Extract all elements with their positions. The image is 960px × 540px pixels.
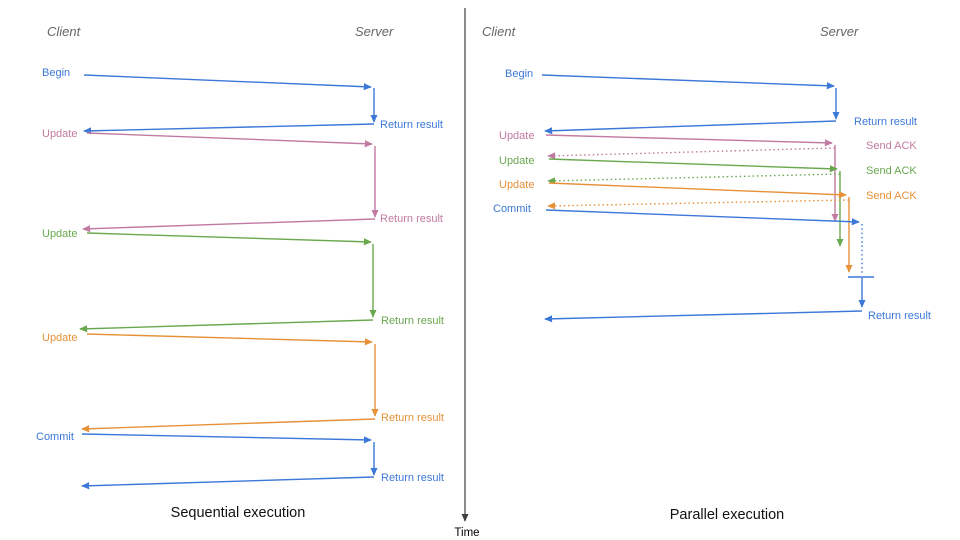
client-header: Client: [47, 24, 82, 39]
send-ack-label: Send ACK: [866, 165, 917, 177]
return-result-label: Return result: [381, 315, 444, 327]
panel-caption: Parallel execution: [670, 507, 784, 523]
return-result-label: Return result: [381, 412, 444, 424]
return-line: [81, 418, 376, 433]
msg-label-update2: Update: [42, 228, 77, 240]
send-ack-label: Send ACK: [866, 190, 917, 202]
return-line: [83, 123, 375, 135]
msg-label-update3: Update: [42, 332, 77, 344]
client-header: Client: [482, 24, 517, 39]
ack-line: [547, 173, 841, 185]
request-line: [81, 433, 372, 444]
panel-caption: Sequential execution: [171, 505, 306, 521]
request-line: [86, 232, 372, 246]
server-header: Server: [820, 24, 859, 39]
msg-label-commit: Commit: [36, 431, 74, 443]
request-line: [541, 74, 835, 90]
return-line: [81, 476, 375, 490]
msg-label-update1: Update: [42, 128, 77, 140]
msg-label-begin: Begin: [505, 68, 533, 80]
request-line: [545, 134, 833, 147]
request-line: [548, 182, 847, 199]
request-line: [83, 74, 372, 91]
msg-label-update2: Update: [499, 155, 534, 167]
server-header: Server: [355, 24, 394, 39]
return-result-label: Return result: [868, 310, 931, 322]
ack-line: [547, 199, 850, 210]
ack-line: [547, 147, 836, 160]
time-axis: Time: [454, 8, 480, 539]
return-result-label: Return result: [381, 472, 444, 484]
msg-label-update3: Update: [499, 179, 534, 191]
request-line: [545, 209, 860, 226]
request-line: [86, 132, 373, 148]
return-line: [82, 218, 376, 233]
return-line: [544, 310, 863, 323]
msg-label-update1: Update: [499, 130, 534, 142]
return-line: [79, 319, 374, 333]
return-line: [544, 120, 837, 135]
request-line: [548, 158, 838, 173]
send-ack-label: Send ACK: [866, 140, 917, 152]
msg-label-commit: Commit: [493, 203, 531, 215]
time-axis-label: Time: [454, 527, 479, 539]
request-line: [86, 333, 373, 346]
return-result-label: Return result: [854, 116, 917, 128]
msg-label-begin: Begin: [42, 67, 70, 79]
return-result-label: Return result: [380, 213, 443, 225]
return-result-label: Return result: [380, 119, 443, 131]
